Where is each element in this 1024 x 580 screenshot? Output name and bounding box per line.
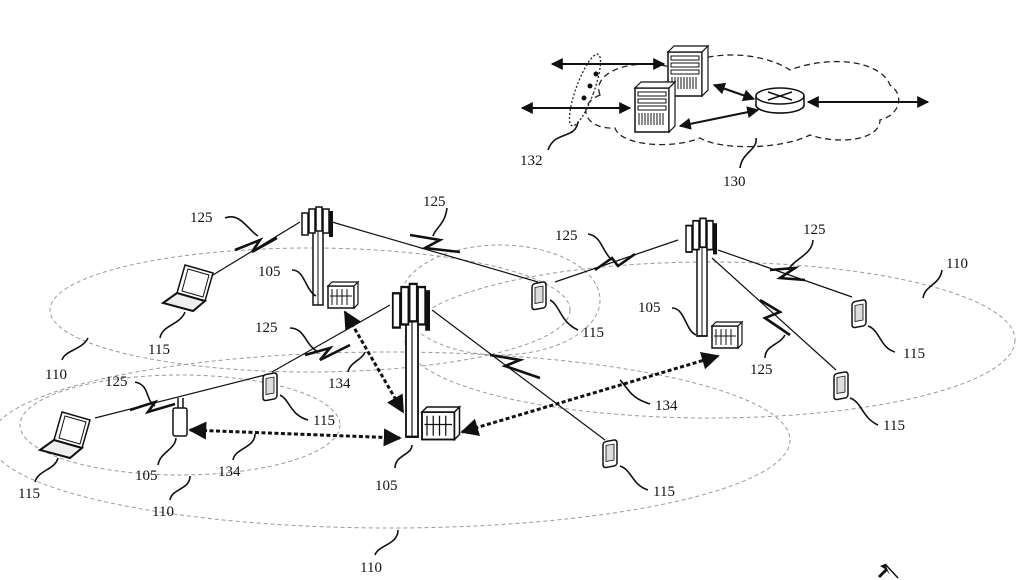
label-communication-link: 125 <box>255 320 278 336</box>
label-base-station: 105 <box>638 300 661 316</box>
label-ue: 115 <box>148 342 170 358</box>
label-backhaul-links: 132 <box>520 153 543 169</box>
server-icon <box>634 81 676 133</box>
label-ue: 115 <box>18 486 40 502</box>
label-communication-link: 125 <box>750 362 773 378</box>
laptop-icon <box>162 264 214 312</box>
coverage-areas <box>0 244 1016 529</box>
ue-phone-3: 115 <box>833 370 905 434</box>
cell-tower-icon <box>685 217 718 337</box>
core-network: 132 130 <box>520 45 930 190</box>
equipment-cabinet-icon <box>711 321 743 349</box>
label-communication-link: 125 <box>423 194 446 210</box>
ue-laptop-2: 115 <box>18 411 91 502</box>
label-backhaul-link: 134 <box>328 376 351 392</box>
ue-phone-5: 115 <box>602 438 675 500</box>
laptop-icon <box>39 411 91 459</box>
label-coverage-area: 110 <box>360 560 382 576</box>
label-coverage-area: 110 <box>152 504 174 520</box>
phone-icon <box>262 371 278 402</box>
label-core-network: 130 <box>723 174 746 190</box>
ue-phone-2: 115 <box>851 298 925 362</box>
label-ue: 115 <box>883 418 905 434</box>
ue-laptop-1: 115 <box>148 264 214 358</box>
equipment-cabinet-icon <box>421 406 461 441</box>
phone-icon <box>833 370 849 401</box>
label-ue: 115 <box>653 484 675 500</box>
base-station-top-left: 105 <box>258 206 359 309</box>
phone-icon <box>851 298 867 329</box>
phone-icon <box>531 280 547 311</box>
label-base-station: 105 <box>135 468 158 484</box>
backhaul-links-134: 134 134 134 <box>188 310 720 480</box>
label-communication-link: 125 <box>105 374 128 390</box>
coverage-area-top-left <box>49 247 571 373</box>
label-communication-link: 125 <box>190 210 213 226</box>
base-station-small-cell: 105 <box>135 398 188 484</box>
label-communication-link: 125 <box>555 228 578 244</box>
base-station-center: 105 <box>375 282 461 494</box>
ue-phone-4: 115 <box>262 371 335 429</box>
communication-links: 125 125 125 125 125 125 125 <box>94 194 853 441</box>
small-cell-icon <box>172 407 188 437</box>
label-backhaul-link: 134 <box>655 398 678 414</box>
core-network-cloud <box>585 54 900 148</box>
ue-phone-1: 115 <box>531 280 604 341</box>
label-communication-link: 125 <box>803 222 826 238</box>
label-coverage-area: 110 <box>45 367 67 383</box>
equipment-cabinet-icon <box>327 281 359 309</box>
label-coverage-area: 110 <box>946 256 968 272</box>
label-ue: 115 <box>313 413 335 429</box>
mouse-cursor-icon <box>878 563 899 579</box>
router-icon <box>755 87 805 114</box>
coverage-area-right <box>404 261 1016 419</box>
phone-icon <box>602 438 618 469</box>
base-station-right: 105 <box>638 217 743 349</box>
label-ue: 115 <box>582 325 604 341</box>
coverage-area-labels: 110 110 110 110 <box>45 256 968 576</box>
label-backhaul-link: 134 <box>218 464 241 480</box>
label-ue: 115 <box>903 346 925 362</box>
label-base-station: 105 <box>258 264 281 280</box>
label-base-station: 105 <box>375 478 398 494</box>
